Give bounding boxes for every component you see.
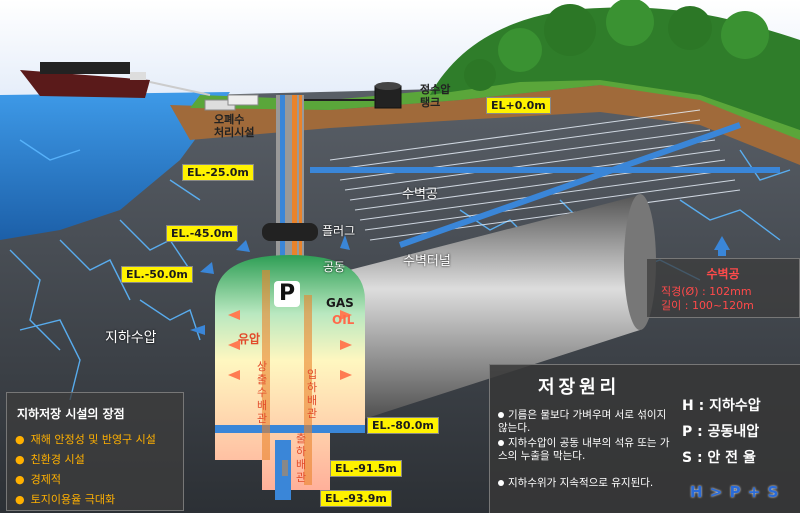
water-curtain-hole-label: 수벽공 xyxy=(402,187,438,202)
oil-pressure-label: 유압 xyxy=(238,332,261,346)
principle-relation: H > P + S xyxy=(690,483,780,501)
groundwater-pressure-label: 지하수압 xyxy=(105,330,157,346)
cavern-label: 공동 xyxy=(323,260,346,274)
elevation-tag-25: EL.-25.0m xyxy=(182,164,254,181)
advantages-heading: 지하저장 시설의 장점 xyxy=(17,407,125,421)
principle-legend-p: P : 공동내압 xyxy=(682,424,760,440)
oil-label: OIL xyxy=(332,313,355,327)
principle-point: 기름은 물보다 가벼우며 서로 섞이지 않는다. xyxy=(498,409,667,434)
elevation-tag-80: EL.-80.0m xyxy=(367,417,439,434)
advantage-item: ●재해 안정성 및 반영구 시설 xyxy=(15,433,156,446)
principle-point: 지하수위가 지속적으로 유지된다. xyxy=(498,477,674,490)
elevation-tag-50: EL.-50.0m xyxy=(121,266,193,283)
advantages-box: 지하저장 시설의 장점 ●재해 안정성 및 반영구 시설 ●친환경 시설 ●경제… xyxy=(6,392,184,511)
water-curtain-spec-box: 수벽공 직경(Ø) : 102mm 길이 : 100~120m xyxy=(646,258,800,318)
elevation-tag-91: EL.-91.5m xyxy=(330,460,402,477)
advantage-item: ●토지이용율 극대화 xyxy=(15,493,116,506)
advantage-item: ●경제적 xyxy=(15,473,61,486)
elevation-tag-45: EL.-45.0m xyxy=(166,225,238,242)
elevation-tag-93: EL.-93.9m xyxy=(320,490,392,507)
spec-length: 길이 : 100~120m xyxy=(661,299,754,312)
water-curtain-tunnel-label: 수벽터널 xyxy=(403,254,451,269)
plug-label: 플러그 xyxy=(322,224,356,238)
storage-principle-box: 저장원리 기름은 물보다 가벼우며 서로 섞이지 않는다. 지하수압이 공동 내… xyxy=(489,364,800,513)
spec-heading: 수벽공 xyxy=(706,267,740,281)
principle-legend-h: H : 지하수압 xyxy=(682,398,761,414)
gas-label: GAS xyxy=(326,296,354,310)
principle-legend-s: S : 안 전 율 xyxy=(682,450,756,466)
elevation-tag-0: EL+0.0m xyxy=(486,97,551,114)
principle-point: 지하수압이 공동 내부의 석유 또는 가스의 누출을 막는다. xyxy=(498,437,670,462)
advantage-item: ●친환경 시설 xyxy=(15,453,85,466)
spec-diameter: 직경(Ø) : 102mm xyxy=(661,285,752,298)
principle-heading: 저장원리 xyxy=(538,377,621,398)
cavern-pressure-symbol: P xyxy=(274,281,300,307)
